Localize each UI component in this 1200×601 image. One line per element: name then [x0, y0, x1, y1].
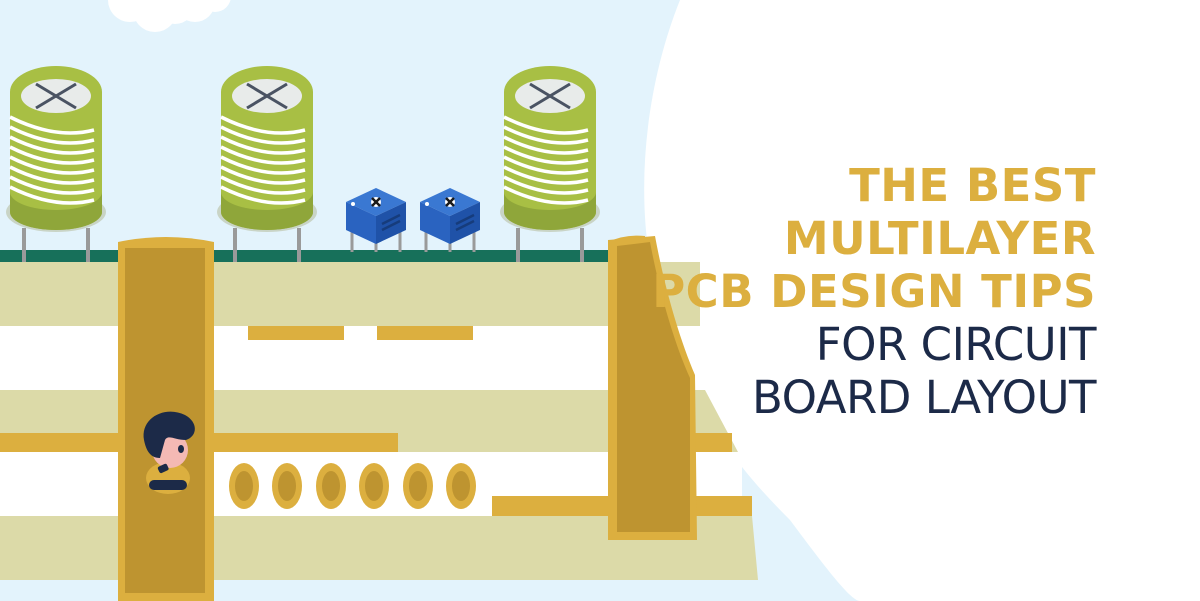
headline-line-3: PCB DESIGN TIPS — [652, 265, 1096, 318]
capacitor-3 — [500, 66, 600, 262]
headline-line-1: THE BEST — [849, 159, 1096, 212]
headline: THE BEST MULTILAYER PCB DESIGN TIPS FOR … — [652, 163, 1096, 428]
white-circle-backdrop — [644, 0, 1200, 601]
via-right — [608, 235, 697, 540]
trimmer-potentiometer-1 — [346, 188, 406, 252]
board-top-layer — [0, 250, 615, 262]
capacitor-2 — [217, 66, 317, 262]
pads — [229, 463, 476, 509]
headline-line-5: BOARD LAYOUT — [752, 371, 1096, 424]
character-icon — [143, 411, 195, 494]
headline-line-4: FOR CIRCUIT — [815, 318, 1097, 371]
trimmer-potentiometer-2 — [420, 188, 480, 252]
capacitor-1 — [6, 66, 106, 262]
headline-line-2: MULTILAYER — [783, 212, 1096, 265]
cloud-icon — [108, 0, 231, 32]
via-left — [118, 237, 214, 601]
